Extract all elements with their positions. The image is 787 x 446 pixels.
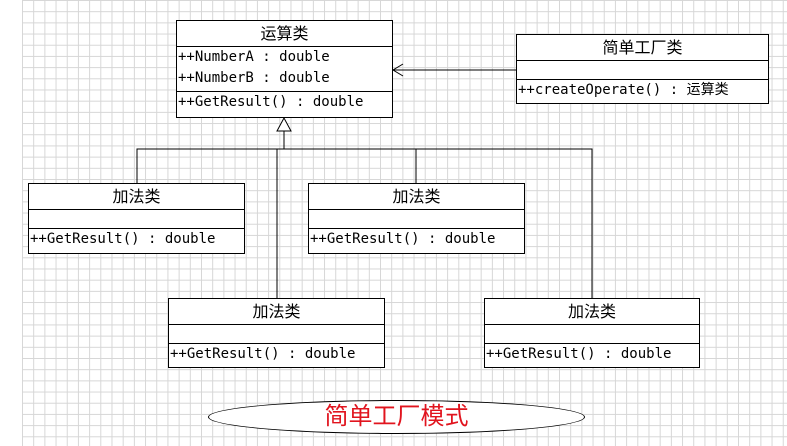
attribute-compartment	[517, 61, 768, 80]
class-add-2[interactable]: 加法类 ++GetResult() : double	[308, 183, 525, 254]
left-gutter	[0, 0, 22, 446]
operation-line: ++GetResult() : double	[178, 94, 364, 110]
operation-compartment: ++GetResult() : double	[485, 344, 699, 365]
title-ellipse	[208, 400, 585, 434]
diagram-title: 简单工厂模式	[324, 402, 469, 430]
inheritance-line-add3	[284, 148, 417, 183]
operation-compartment: ++GetResult() : double	[169, 344, 384, 365]
class-add-3[interactable]: 加法类 ++GetResult() : double	[168, 298, 385, 368]
inheritance-line-add4	[416, 148, 593, 298]
attribute-compartment: ++NumberA : double ++NumberB : double	[177, 47, 392, 92]
operation-line: ++GetResult() : double	[30, 231, 216, 247]
attribute-line: ++NumberB : double	[178, 70, 330, 86]
operation-line: ++GetResult() : double	[310, 231, 496, 247]
class-name: 加法类	[485, 299, 699, 325]
attribute-compartment	[485, 325, 699, 344]
class-name: 加法类	[309, 184, 524, 210]
class-operation[interactable]: 运算类 ++NumberA : double ++NumberB : doubl…	[176, 20, 393, 118]
operation-compartment: ++GetResult() : double	[309, 229, 524, 250]
class-name: 简单工厂类	[517, 35, 768, 61]
inheritance-line-add1	[136, 148, 284, 183]
dependency-arrowhead	[392, 63, 404, 77]
operation-line: ++GetResult() : double	[486, 346, 672, 362]
attribute-compartment	[169, 325, 384, 344]
operation-line: ++createOperate() : 运算类	[518, 82, 729, 98]
attribute-compartment	[29, 210, 244, 229]
class-add-4[interactable]: 加法类 ++GetResult() : double	[484, 298, 700, 368]
operation-compartment: ++GetResult() : double	[29, 229, 244, 250]
attribute-line: ++NumberA : double	[178, 49, 330, 65]
inheritance-arrowhead	[276, 116, 292, 132]
operation-compartment: ++createOperate() : 运算类	[517, 80, 768, 101]
class-name: 加法类	[169, 299, 384, 325]
class-add-1[interactable]: 加法类 ++GetResult() : double	[28, 183, 245, 254]
class-factory[interactable]: 简单工厂类 ++createOperate() : 运算类	[516, 34, 769, 104]
operation-line: ++GetResult() : double	[170, 346, 356, 362]
class-name: 加法类	[29, 184, 244, 210]
operation-compartment: ++GetResult() : double	[177, 92, 392, 113]
class-name: 运算类	[177, 21, 392, 47]
attribute-compartment	[309, 210, 524, 229]
